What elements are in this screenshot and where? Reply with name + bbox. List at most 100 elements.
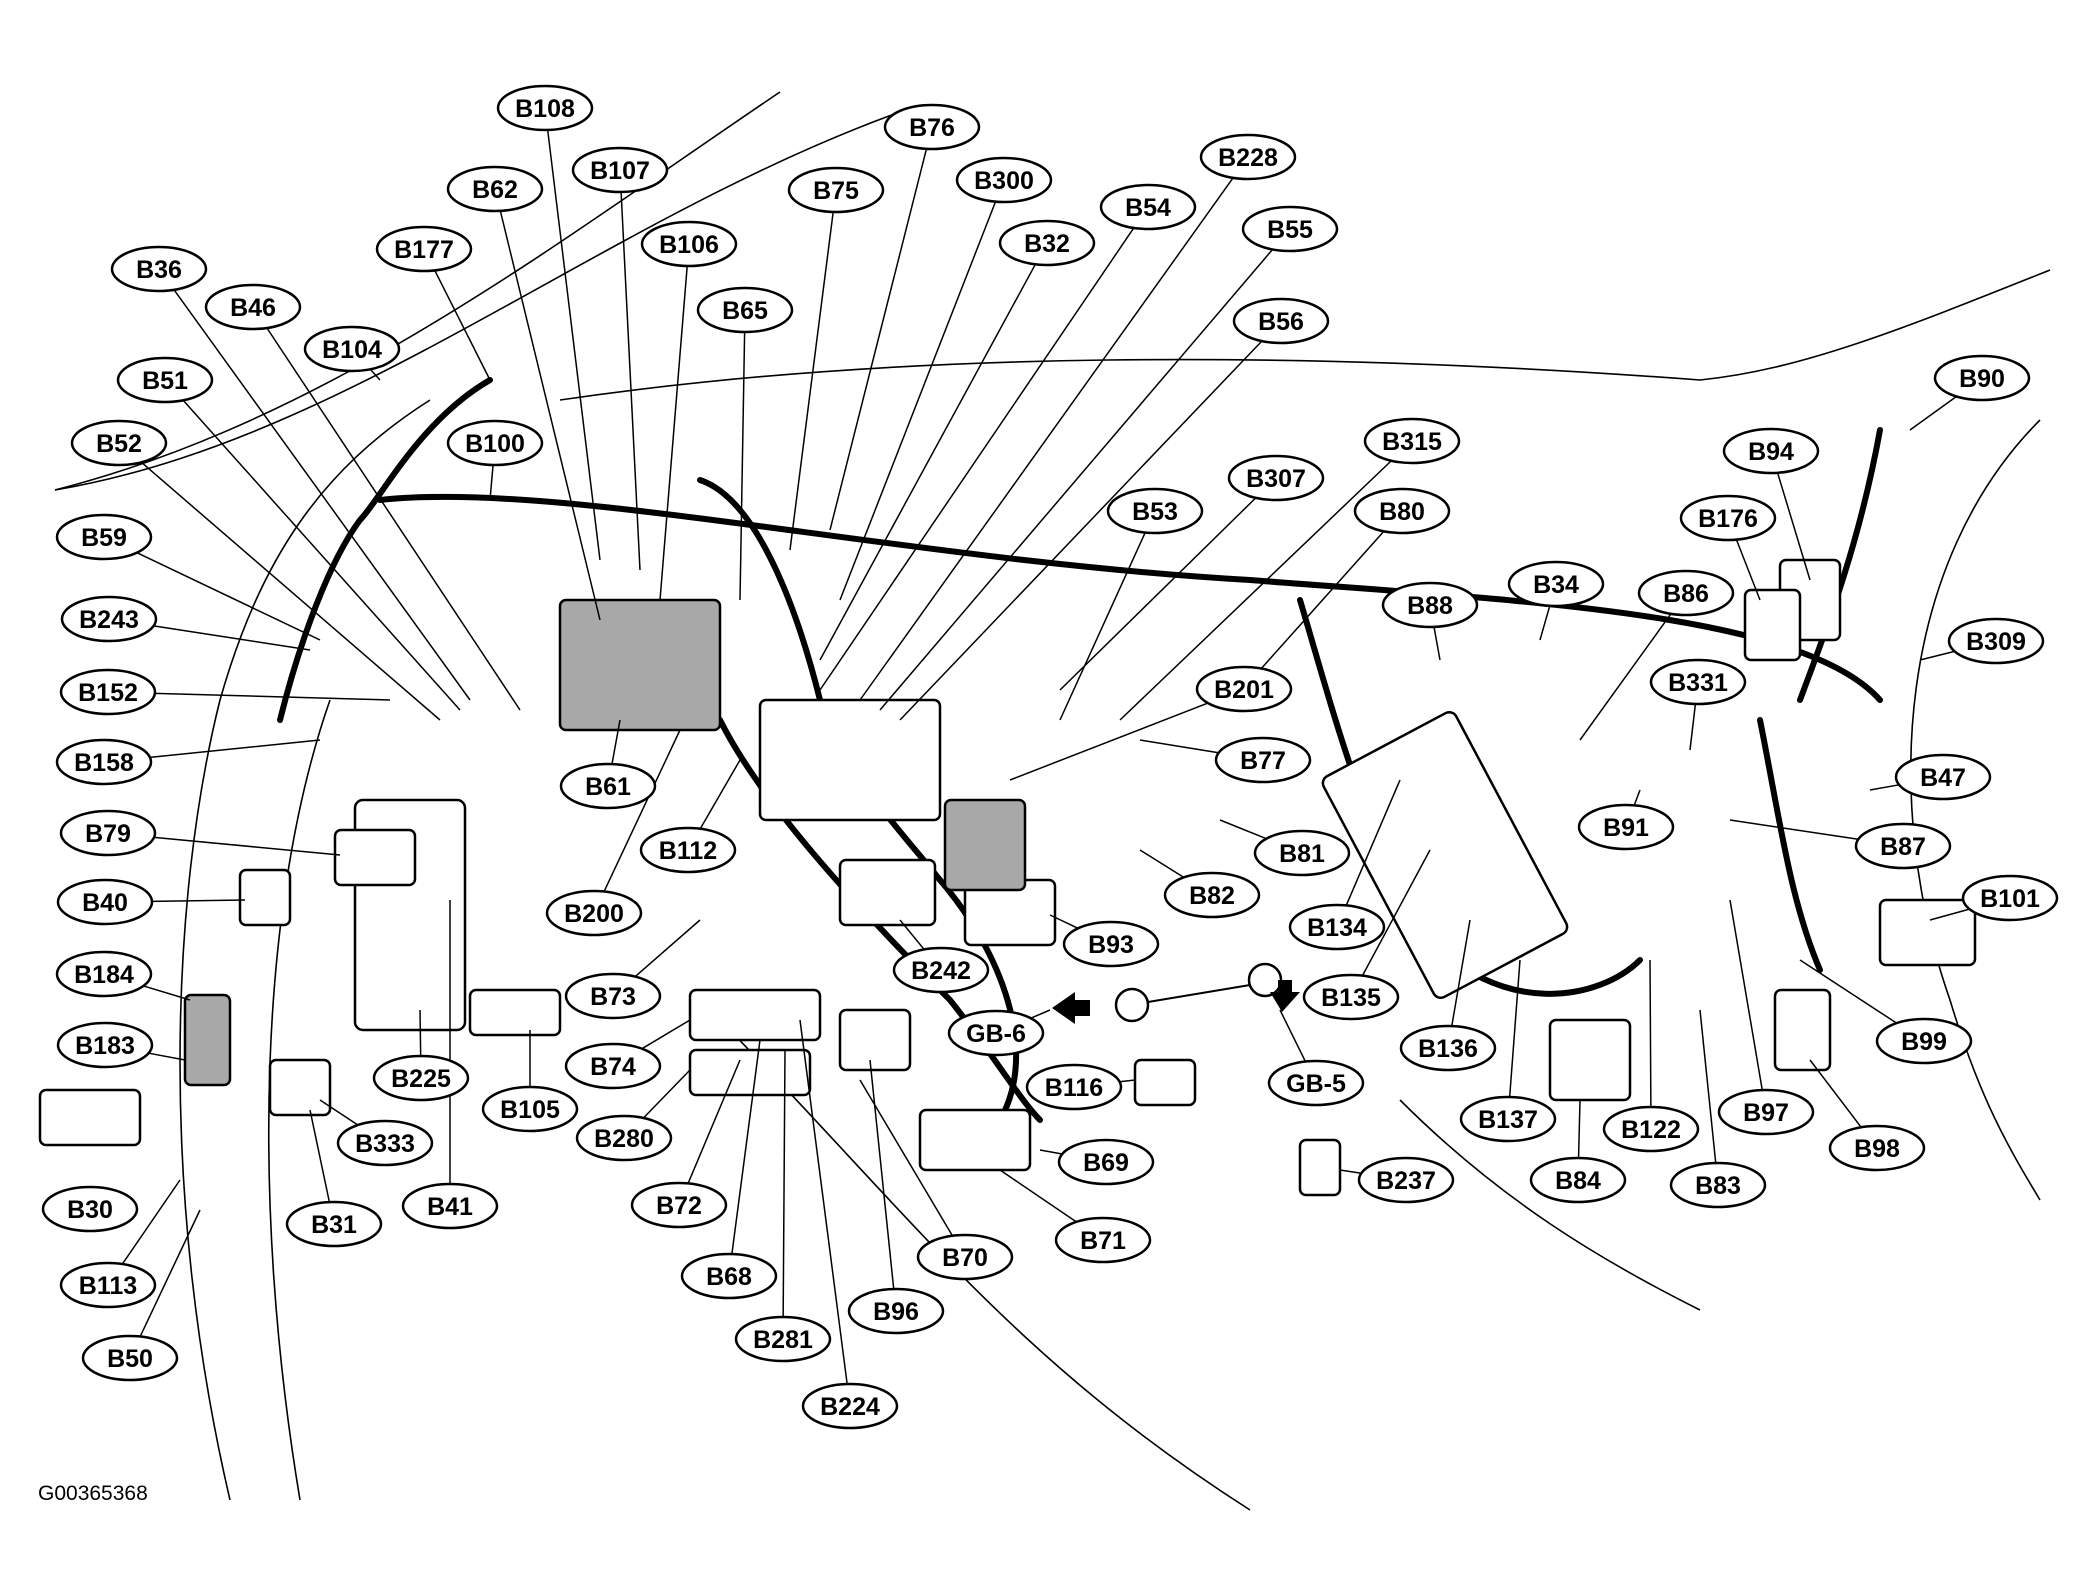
callout-b237: B237 xyxy=(1357,1156,1455,1204)
callout-bubble-b184 xyxy=(55,950,153,998)
callout-bubble-b61 xyxy=(559,762,657,810)
callout-b70: B70 xyxy=(916,1233,1014,1281)
leader-line-b87 xyxy=(1729,819,1859,841)
callout-label-b79: B79 xyxy=(85,820,131,848)
leader-line-b75 xyxy=(789,211,834,551)
leader-line-b158 xyxy=(149,739,321,759)
callout-b68: B68 xyxy=(680,1252,778,1300)
leader-line-b200 xyxy=(603,729,681,892)
leader-line-b72 xyxy=(687,1059,741,1184)
callout-label-b61: B61 xyxy=(585,773,631,801)
callout-b55: B55 xyxy=(1241,205,1339,253)
leader-line-b71 xyxy=(999,1169,1077,1223)
leader-line-b98 xyxy=(1809,1059,1862,1128)
callout-bubble-b280 xyxy=(575,1114,673,1162)
leader-line-b136 xyxy=(1451,919,1471,1027)
leader-line-b113 xyxy=(121,1179,181,1265)
leader-line-b34 xyxy=(1539,605,1551,641)
callout-bubble-b331 xyxy=(1649,658,1747,706)
callout-label-b228: B228 xyxy=(1218,144,1278,172)
callout-b80: B80 xyxy=(1353,487,1451,535)
callout-bubble-b101 xyxy=(1961,874,2059,922)
callout-label-b122: B122 xyxy=(1621,1116,1681,1144)
callout-b331: B331 xyxy=(1649,658,1747,706)
callout-bubble-b77 xyxy=(1214,736,1312,784)
callout-label-b31: B31 xyxy=(311,1211,357,1239)
callout-b177: B177 xyxy=(375,225,473,273)
leader-line-b59 xyxy=(136,552,321,641)
callout-bubble-b52 xyxy=(70,419,168,467)
callout-b83: B83 xyxy=(1669,1161,1767,1209)
callout-label-b84: B84 xyxy=(1555,1167,1601,1195)
callout-bubble-b183 xyxy=(56,1021,154,1069)
callout-bubble-b80 xyxy=(1353,487,1451,535)
callout-bubble-b96 xyxy=(847,1287,945,1335)
leader-line-b96 xyxy=(869,1059,895,1290)
connector-b201 xyxy=(943,798,1027,892)
callout-b40: B40 xyxy=(56,878,154,926)
callout-label-b53: B53 xyxy=(1132,498,1178,526)
leader-line-b331 xyxy=(1689,703,1697,751)
callout-bubble-b46 xyxy=(204,283,302,331)
callout-bubble-b68 xyxy=(680,1252,778,1300)
leader-line-b107 xyxy=(620,191,641,571)
leader-line-b184 xyxy=(143,985,191,1001)
callout-b242: B242 xyxy=(892,946,990,994)
leader-line-b300 xyxy=(839,201,997,601)
callout-label-b98: B98 xyxy=(1854,1135,1900,1163)
callout-bubble-b40 xyxy=(56,878,154,926)
callout-b46: B46 xyxy=(204,283,302,331)
callout-b71: B71 xyxy=(1054,1216,1152,1264)
callout-bubble-b300 xyxy=(955,156,1053,204)
callout-b99: B99 xyxy=(1875,1017,1973,1065)
callout-b86: B86 xyxy=(1637,569,1735,617)
callout-label-b97: B97 xyxy=(1743,1099,1789,1127)
ground-arrows xyxy=(1052,980,1300,1024)
connector-block-junction xyxy=(1321,710,1569,1000)
callout-bubble-b99 xyxy=(1875,1017,1973,1065)
connector-b79 xyxy=(333,828,417,887)
leader-line-b112 xyxy=(699,759,741,830)
callout-b65: B65 xyxy=(696,286,794,334)
callout-bubble-b224 xyxy=(801,1382,899,1430)
callout-b50: B50 xyxy=(81,1334,179,1382)
callout-label-b87: B87 xyxy=(1880,833,1926,861)
leader-line-b56 xyxy=(899,340,1263,721)
leader-line-b224 xyxy=(799,1019,848,1385)
leader-line-b88 xyxy=(1433,626,1441,661)
callout-b106: B106 xyxy=(640,220,738,268)
callout-bubble-b69 xyxy=(1057,1138,1155,1186)
callout-b113: B113 xyxy=(59,1261,157,1309)
callout-bubble-b97 xyxy=(1717,1088,1815,1136)
callout-label-b76: B76 xyxy=(909,114,955,142)
callout-b176: B176 xyxy=(1679,494,1777,542)
arrow-gb6 xyxy=(1052,992,1090,1024)
callout-bubble-b36 xyxy=(110,245,208,293)
body-panel-outlines xyxy=(54,91,2051,1511)
callout-gb-6: GB-6 xyxy=(947,1009,1045,1057)
callout-label-b46: B46 xyxy=(230,294,276,322)
callout-b54: B54 xyxy=(1099,183,1197,231)
connector-b61 xyxy=(558,598,722,732)
callout-bubble-b112 xyxy=(639,826,737,874)
callout-b105: B105 xyxy=(481,1085,579,1133)
callout-label-b104: B104 xyxy=(322,336,382,364)
leader-line-b228 xyxy=(859,177,1234,701)
leader-line-b46 xyxy=(266,327,521,711)
callout-b87: B87 xyxy=(1854,822,1952,870)
callout-label-b47: B47 xyxy=(1920,764,1966,792)
callout-label-b30: B30 xyxy=(67,1196,113,1224)
connector-b41 xyxy=(468,988,562,1037)
callout-label-b62: B62 xyxy=(472,176,518,204)
connector-block-center xyxy=(758,698,942,822)
callout-b31: B31 xyxy=(285,1200,383,1248)
callout-b307: B307 xyxy=(1227,454,1325,502)
callout-b88: B88 xyxy=(1381,581,1479,629)
callout-label-b224: B224 xyxy=(820,1393,880,1421)
leader-line-b79 xyxy=(153,836,341,856)
callout-label-b116: B116 xyxy=(1045,1074,1103,1102)
callout-b81: B81 xyxy=(1253,829,1351,877)
callout-label-b68: B68 xyxy=(706,1263,752,1291)
leader-line-b280 xyxy=(642,1069,691,1119)
